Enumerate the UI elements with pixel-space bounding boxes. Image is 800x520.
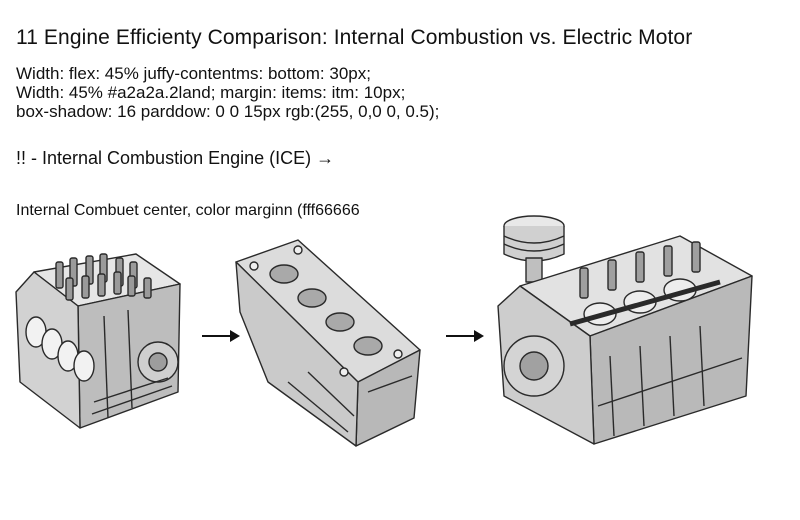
arrow-right-icon (446, 330, 484, 342)
code-line: Width: 45% #a2a2a.2land; margin: items: … (16, 83, 406, 102)
code-line: Width: flex: 45% juffy-contentms: bottom… (16, 64, 371, 83)
page-title: 11 Engine Efficienty Comparison: Interna… (16, 26, 693, 49)
cylinder-head-icon (235, 239, 421, 447)
engine-block-icon (15, 253, 181, 429)
section-subheading: Internal Combuet center, color marginn (… (16, 202, 360, 219)
assembled-engine-icon (497, 215, 753, 445)
code-line: box-shadow: 16 parddow: 0 0 15px rgb:(25… (16, 102, 440, 121)
section-heading: !! - Internal Combustion Engine (ICE) → (16, 148, 335, 168)
arrow-right-icon (202, 330, 240, 342)
